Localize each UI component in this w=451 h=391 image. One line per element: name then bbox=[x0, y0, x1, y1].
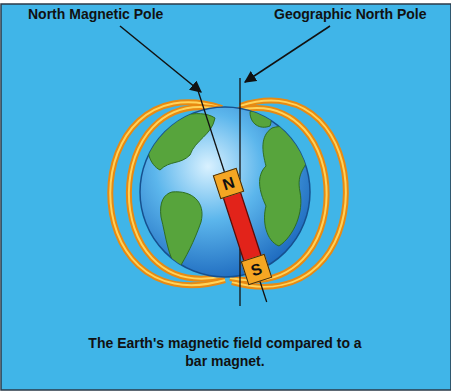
magnet-bar bbox=[222, 189, 261, 263]
pole-letter: S bbox=[248, 260, 263, 279]
pole-letter: N bbox=[220, 174, 236, 193]
continent bbox=[260, 127, 312, 246]
continents bbox=[132, 110, 312, 270]
leader-arrow bbox=[120, 26, 201, 92]
figure-caption: The Earth's magnetic field compared to a… bbox=[80, 334, 370, 370]
pole-label: North Magnetic Pole bbox=[28, 6, 163, 22]
continent bbox=[132, 136, 152, 160]
panel-ground bbox=[1, 4, 451, 390]
magnetic-axis bbox=[196, 83, 267, 302]
continent bbox=[148, 114, 215, 170]
pole-label: Geographic North Pole bbox=[274, 6, 426, 22]
field-lines bbox=[110, 101, 346, 287]
leader-arrow bbox=[245, 26, 330, 82]
bar-magnet bbox=[222, 189, 261, 263]
continent bbox=[250, 110, 271, 127]
continent bbox=[161, 192, 202, 270]
